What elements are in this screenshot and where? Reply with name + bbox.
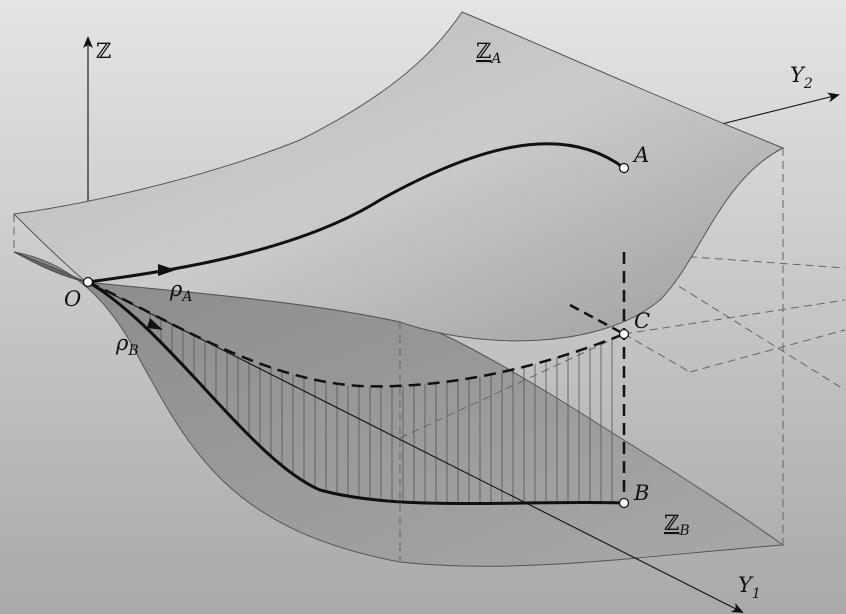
rho-a-label: ρA [169,277,192,305]
point-c-label: C [634,309,650,333]
rho-b-label: ρB [115,331,139,359]
y1-axis-label: Y1 [738,573,761,602]
projection-curve [87,280,625,388]
path-rho-a [87,142,625,284]
y2-axis-label: Y2 [790,63,813,92]
point-b-label: B [633,481,649,505]
path-rho-b [87,280,625,506]
construction-lines [13,148,846,562]
surface-a [12,11,785,342]
z-axis-label: ℤ [96,39,111,63]
rho-a-arrow [158,264,176,276]
point-b [618,497,630,509]
point-a [618,162,630,174]
origin-point [82,276,94,288]
surface-a-label: ℤA [476,39,501,67]
rho-b-arrow [147,318,163,330]
c-link-dashed [569,303,625,336]
origin-label: O [64,287,81,311]
point-c [618,328,630,340]
surface-b-label: ℤB [664,511,690,539]
point-a-label: A [632,143,649,167]
